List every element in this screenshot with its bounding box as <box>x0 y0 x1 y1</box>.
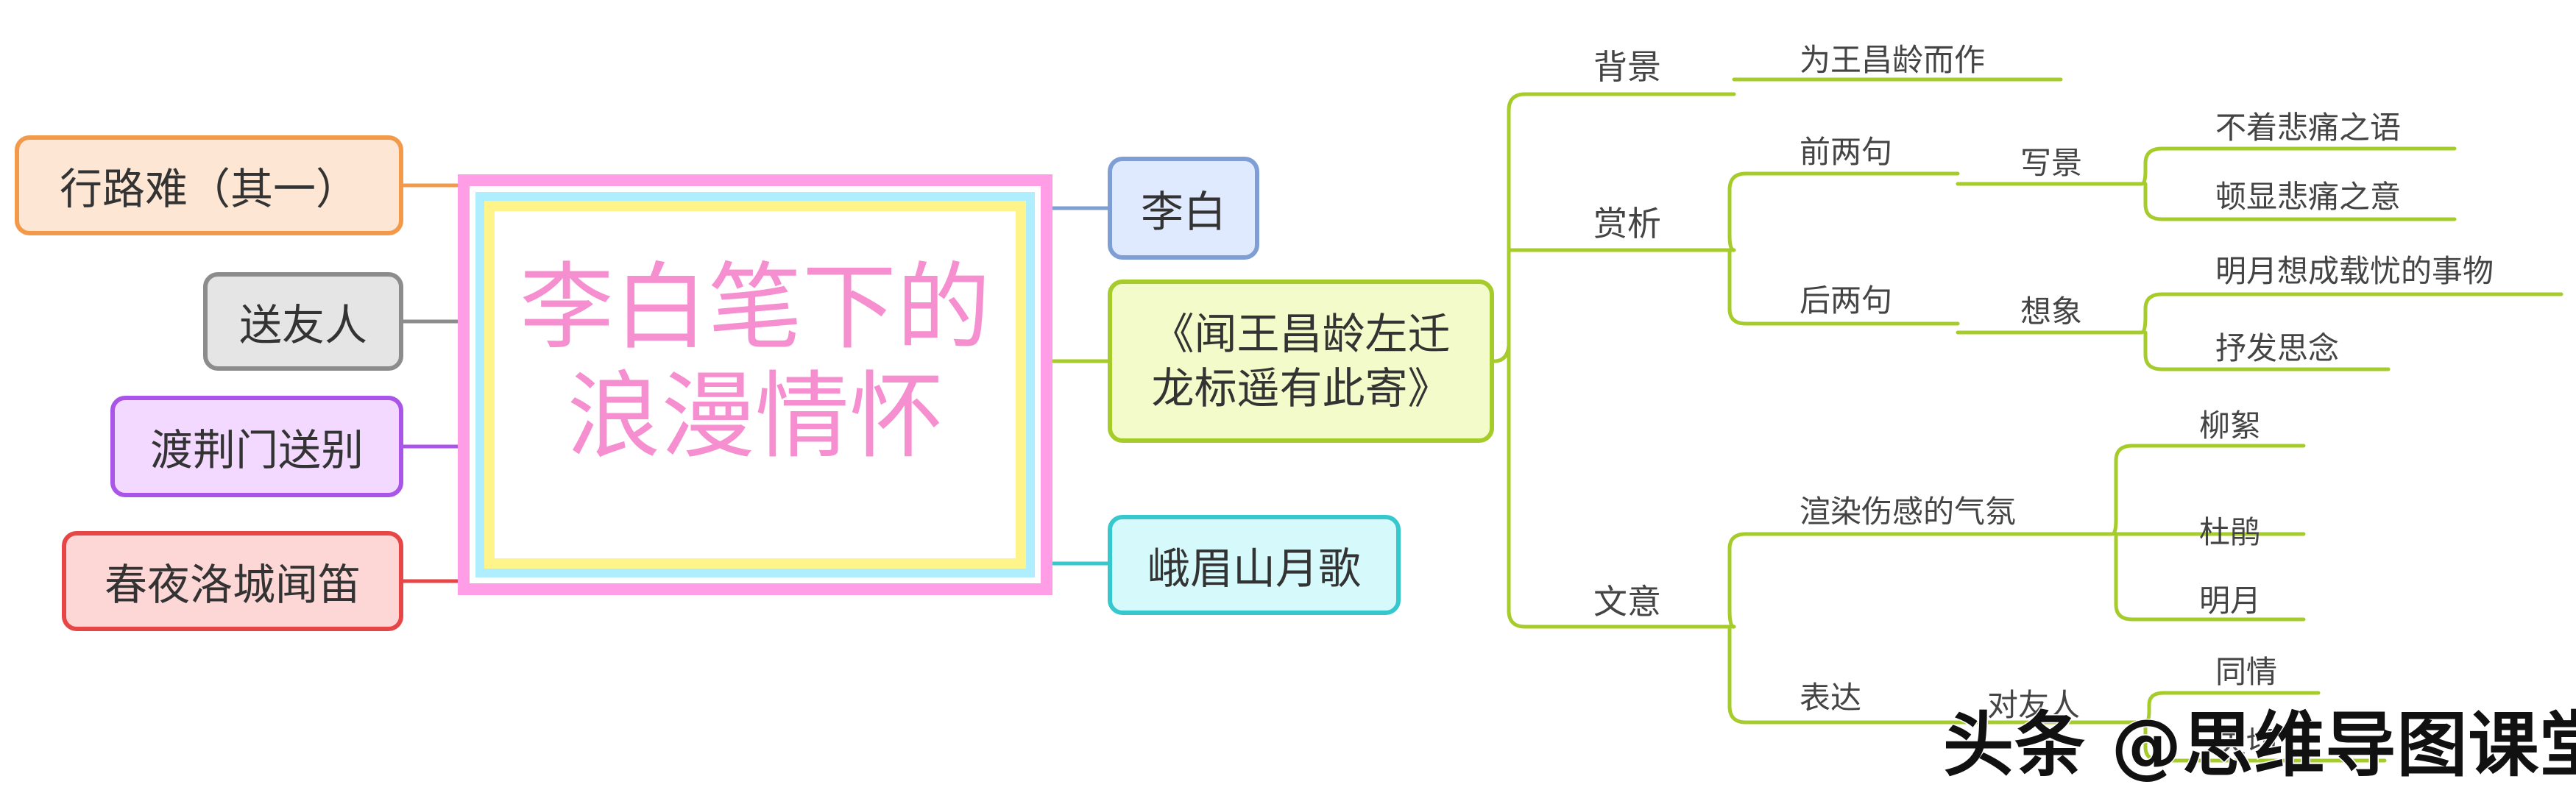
leaf-show-sadness[interactable]: 顿显悲痛之意 <box>2215 179 2402 215</box>
node-e-mei-shan[interactable]: 峨眉山月歌 <box>1108 515 1401 615</box>
branch-atmosphere[interactable]: 渲染伤感的气氛 <box>1800 494 2017 530</box>
branch-imagination[interactable]: 想象 <box>2020 293 2083 330</box>
leaf-sympathy[interactable]: 同情 <box>2215 654 2278 690</box>
leaf-cuckoo[interactable]: 杜鹃 <box>2199 514 2262 550</box>
central-topic-core-border <box>484 201 1026 569</box>
node-li-bai[interactable]: 李白 <box>1108 157 1259 260</box>
branch-appreciation[interactable]: 赏析 <box>1593 204 1661 243</box>
branch-to-friend[interactable]: 对友人 <box>1987 687 2081 723</box>
branch-background[interactable]: 背景 <box>1593 47 1661 87</box>
leaf-express-longing[interactable]: 抒发思念 <box>2215 330 2340 366</box>
node-chun-ye-luo-cheng[interactable]: 春夜洛城闻笛 <box>62 531 403 631</box>
branch-express[interactable]: 表达 <box>1800 680 1862 716</box>
node-song-you-ren[interactable]: 送友人 <box>203 272 403 371</box>
watermark: 头条 @思维导图课堂 <box>1942 703 2576 788</box>
branch-meaning[interactable]: 文意 <box>1593 582 1661 622</box>
central-topic-inner-border <box>475 192 1035 577</box>
central-topic[interactable]: 李白笔下的 浪漫情怀 <box>458 174 1052 595</box>
branch-first-two[interactable]: 前两句 <box>1800 134 1893 170</box>
leaf-willow-catkins[interactable]: 柳絮 <box>2199 408 2262 444</box>
node-poem-wen-wang-chang-ling[interactable]: 《闻王昌龄左迁 龙标遥有此寄》 <box>1108 280 1494 443</box>
branch-background-detail[interactable]: 为王昌龄而作 <box>1800 42 1986 78</box>
node-du-jing-men[interactable]: 渡荆门送别 <box>110 396 403 497</box>
leaf-bright-moon[interactable]: 明月 <box>2199 583 2262 619</box>
central-topic-title: 李白笔下的 浪漫情怀 <box>519 253 991 471</box>
branch-last-two[interactable]: 后两句 <box>1800 282 1893 319</box>
leaf-no-sad-words[interactable]: 不着悲痛之语 <box>2215 110 2402 146</box>
leaf-moon-carries-worry[interactable]: 明月想成载忧的事物 <box>2215 253 2494 289</box>
leaf-concern[interactable]: 关切 <box>2215 724 2278 760</box>
branch-write-scene[interactable]: 写景 <box>2020 145 2083 181</box>
node-xing-lu-nan[interactable]: 行路难（其一） <box>15 135 403 235</box>
